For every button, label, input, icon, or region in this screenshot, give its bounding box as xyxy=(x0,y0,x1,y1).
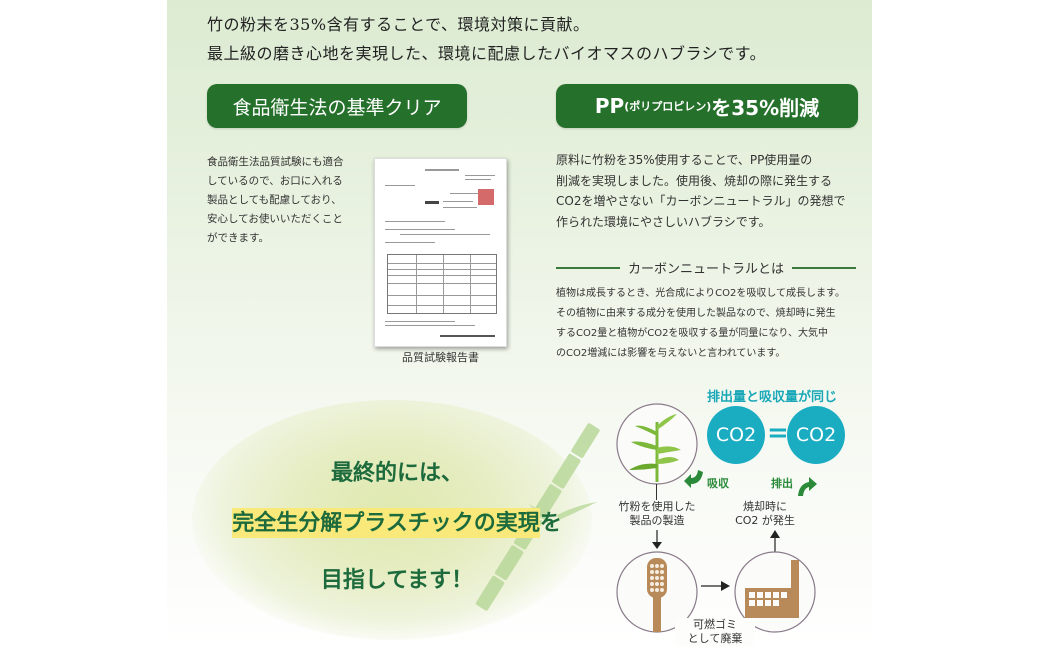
pp-line: 作られた環境にやさしいハブラシです。 xyxy=(556,214,771,229)
toothbrush-icon xyxy=(616,551,698,633)
absorb-arrow-icon xyxy=(684,470,703,488)
intro-line-2: 最上級の磨き心地を実現した、環境に配慮したバイオマスのハブラシです。 xyxy=(207,44,767,63)
emit-arrow-icon xyxy=(798,477,817,496)
pp-heading-a: PP xyxy=(594,94,625,118)
caption-line: 可燃ゴミ xyxy=(693,618,737,631)
incinerate-caption: 焼却時に CO2 が発生 xyxy=(725,500,805,528)
final-message-line-2: 完全生分解プラスチックの実現を xyxy=(197,505,597,538)
final-message-line-1: 最終的には、 xyxy=(330,460,463,486)
food-line: ができます。 xyxy=(207,232,269,244)
pp-reduction-description: 原料に竹粉を35%使用することで、PP使用量の 削減を実現しました。使用後、焼却… xyxy=(556,150,866,232)
caption-line: CO2 が発生 xyxy=(735,514,795,527)
co2-absorbed-circle: CO2 xyxy=(707,406,765,464)
cn-line: のCO2増減には影響を与えないと言われています。 xyxy=(556,348,786,359)
food-line: 安心してお使いいただくこと xyxy=(207,213,343,225)
cn-line: 植物は成長するとき、光合成によりCO2を吸収して成長します。 xyxy=(556,288,846,299)
down-arrow-icon xyxy=(652,530,662,549)
cn-line: するCO2量と植物がCO2を吸収する量が同量になり、大気中 xyxy=(556,328,829,339)
cn-line: その植物に由来する成分を使用した製品なので、焼却時に発生 xyxy=(556,308,836,319)
caption-line: 焼却時に xyxy=(743,500,787,513)
intro-text: 竹の粉末を35%含有することで、環境対策に貢献。 最上級の磨き心地を実現した、環… xyxy=(207,10,766,68)
pp-heading-small: (ポリプロピレン) xyxy=(624,100,712,113)
co2-emitted-circle: CO2 xyxy=(787,406,845,464)
final-message-line-3: 目指してます！ xyxy=(320,567,474,593)
food-safety-heading-label: 食品衛生法の基準クリア xyxy=(232,96,442,119)
divider xyxy=(556,266,620,269)
caption-line: として廃棄 xyxy=(687,632,743,645)
divider xyxy=(792,266,857,269)
food-safety-description: 食品衛生法品質試験にも適合 しているので、お口に入れる 製品としても配慮しており… xyxy=(207,153,367,248)
manufacture-caption: 竹粉を使用した 製品の製造 xyxy=(617,500,697,528)
carbon-cycle-diagram: 排出量と吸収量が同じ CO2 = CO2 吸収 排出 竹粉を使用した 製品の xyxy=(607,380,872,646)
pp-reduction-heading: PP(ポリプロピレン)を35%削減 xyxy=(556,84,858,128)
intro-line-1: 竹の粉末を35%含有することで、環境対策に貢献。 xyxy=(207,15,590,34)
food-line: 製品としても配慮しており、 xyxy=(207,194,342,206)
absorb-label: 吸収 xyxy=(707,477,729,490)
diagram-top-label: 排出量と吸収量が同じ xyxy=(707,390,838,405)
food-safety-heading: 食品衛生法の基準クリア xyxy=(207,84,467,128)
carbon-neutral-title: カーボンニュートラルとは xyxy=(628,262,785,277)
stamp-icon xyxy=(478,189,494,205)
up-arrow-icon xyxy=(770,530,780,554)
document-caption: 品質試験報告書 xyxy=(402,351,479,364)
pp-heading-b: を35%削減 xyxy=(711,95,820,120)
carbon-neutral-header: カーボンニュートラルとは xyxy=(556,258,857,277)
content-panel: 竹の粉末を35%含有することで、環境対策に貢献。 最上級の磨き心地を実現した、環… xyxy=(167,0,872,646)
pp-line: 原料に竹粉を35%使用することで、PP使用量の xyxy=(556,153,813,167)
carbon-neutral-description: 植物は成長するとき、光合成によりCO2を吸収して成長します。 その植物に由来する… xyxy=(556,284,866,364)
report-table xyxy=(387,254,497,314)
quality-report-document-image xyxy=(374,158,507,347)
emit-label: 排出 xyxy=(771,477,793,490)
food-line: しているので、お口に入れる xyxy=(207,175,343,187)
bamboo-plant-icon xyxy=(616,403,698,485)
food-line: 食品衛生法品質試験にも適合 xyxy=(207,156,344,168)
connector-line xyxy=(656,484,657,500)
caption-line: 製品の製造 xyxy=(629,514,685,527)
caption-line: 竹粉を使用した xyxy=(618,500,696,513)
highlighted-goal: 完全生分解プラスチックの実現 xyxy=(232,508,540,538)
pp-line: 削減を実現しました。使用後、焼却の際に発生する xyxy=(556,173,833,188)
right-arrow-icon xyxy=(701,581,730,591)
final-message-particle: を xyxy=(539,510,562,536)
dispose-caption: 可燃ゴミ として廃棄 xyxy=(675,618,755,646)
factory-incinerator-icon xyxy=(734,551,816,633)
equals-sign: = xyxy=(767,418,789,448)
pp-line: CO2を増やさない「カーボンニュートラル」の発想で xyxy=(556,194,846,208)
